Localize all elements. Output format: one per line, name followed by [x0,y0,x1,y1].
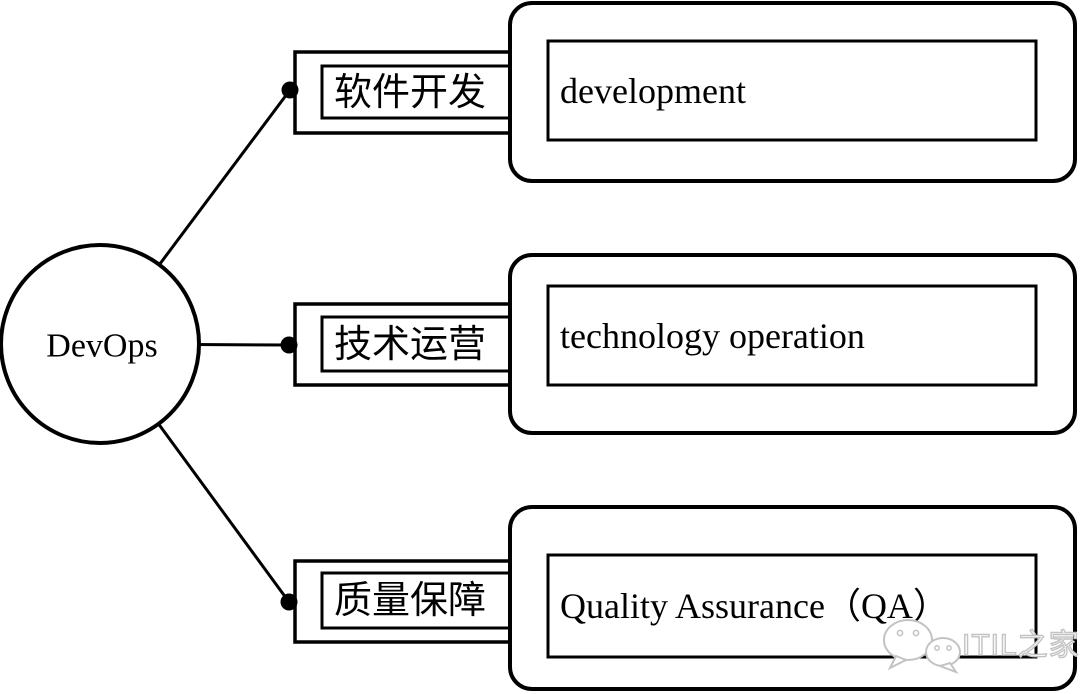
branch-label-en: technology operation [560,316,865,356]
en-node-inner-box [546,553,1038,659]
junction-dot [280,593,298,611]
junction-dot [281,81,299,99]
en-node-rounded-box [508,1,1077,183]
en-node-inner-box [546,39,1038,142]
root-circle [0,243,201,445]
junction-dot [280,336,298,354]
root-label: DevOps [46,328,157,365]
en-node-rounded-box [508,253,1077,435]
root-node: DevOps [0,243,201,445]
branch-label-cn: 软件开发 [334,72,486,114]
watermark-text: ITIL之家 [962,629,1080,662]
branch-row-operation: 技术运营 technology operation [280,253,1077,435]
wechat-icon [883,619,961,675]
en-node-inner-box [546,284,1038,387]
branch-label-cn: 技术运营 [334,324,486,366]
watermark: ITIL之家 [883,619,1080,675]
branch-label-cn: 质量保障 [334,580,486,622]
branch-label-en: Quality Assurance（QA） [560,586,949,626]
branch-row-development: 软件开发 development [281,1,1077,183]
branch-label-en: development [560,71,746,111]
